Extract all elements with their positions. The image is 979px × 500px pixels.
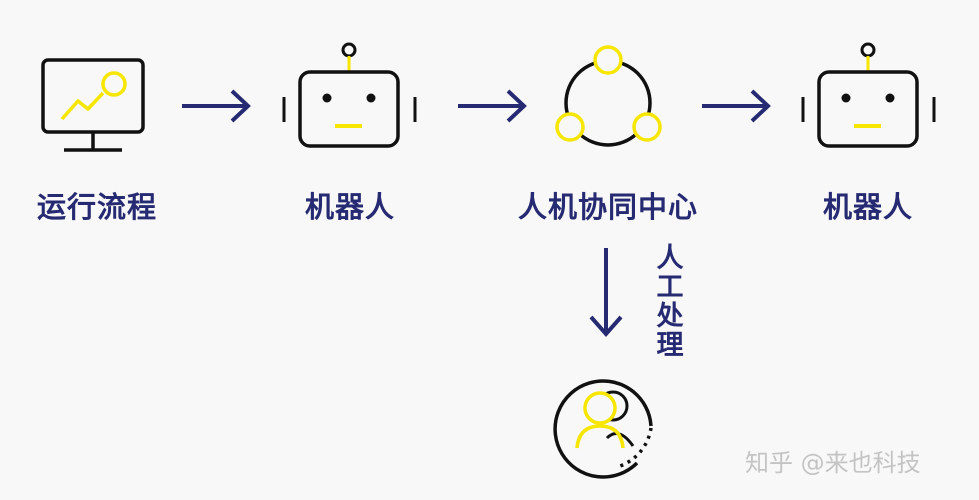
person-icon <box>553 379 653 479</box>
arrow-right-icon <box>182 89 251 123</box>
robot-icon <box>801 42 936 148</box>
node-label-collab-center: 人机协同中心 <box>517 190 699 224</box>
edge-label-manual-handling: 人工处理 <box>656 243 684 361</box>
arrow-right-icon <box>702 89 771 123</box>
arrow-right-icon <box>458 89 527 123</box>
watermark: 知乎 @来也科技 <box>745 449 921 477</box>
robot-icon <box>282 42 417 148</box>
node-label-run-process: 运行流程 <box>36 190 158 224</box>
monitor-chart-icon <box>41 58 145 152</box>
collaboration-hub-icon <box>555 45 662 147</box>
node-label-robot: 机器人 <box>304 190 396 224</box>
node-label-robot: 机器人 <box>822 190 914 224</box>
arrow-down-icon <box>589 248 623 338</box>
